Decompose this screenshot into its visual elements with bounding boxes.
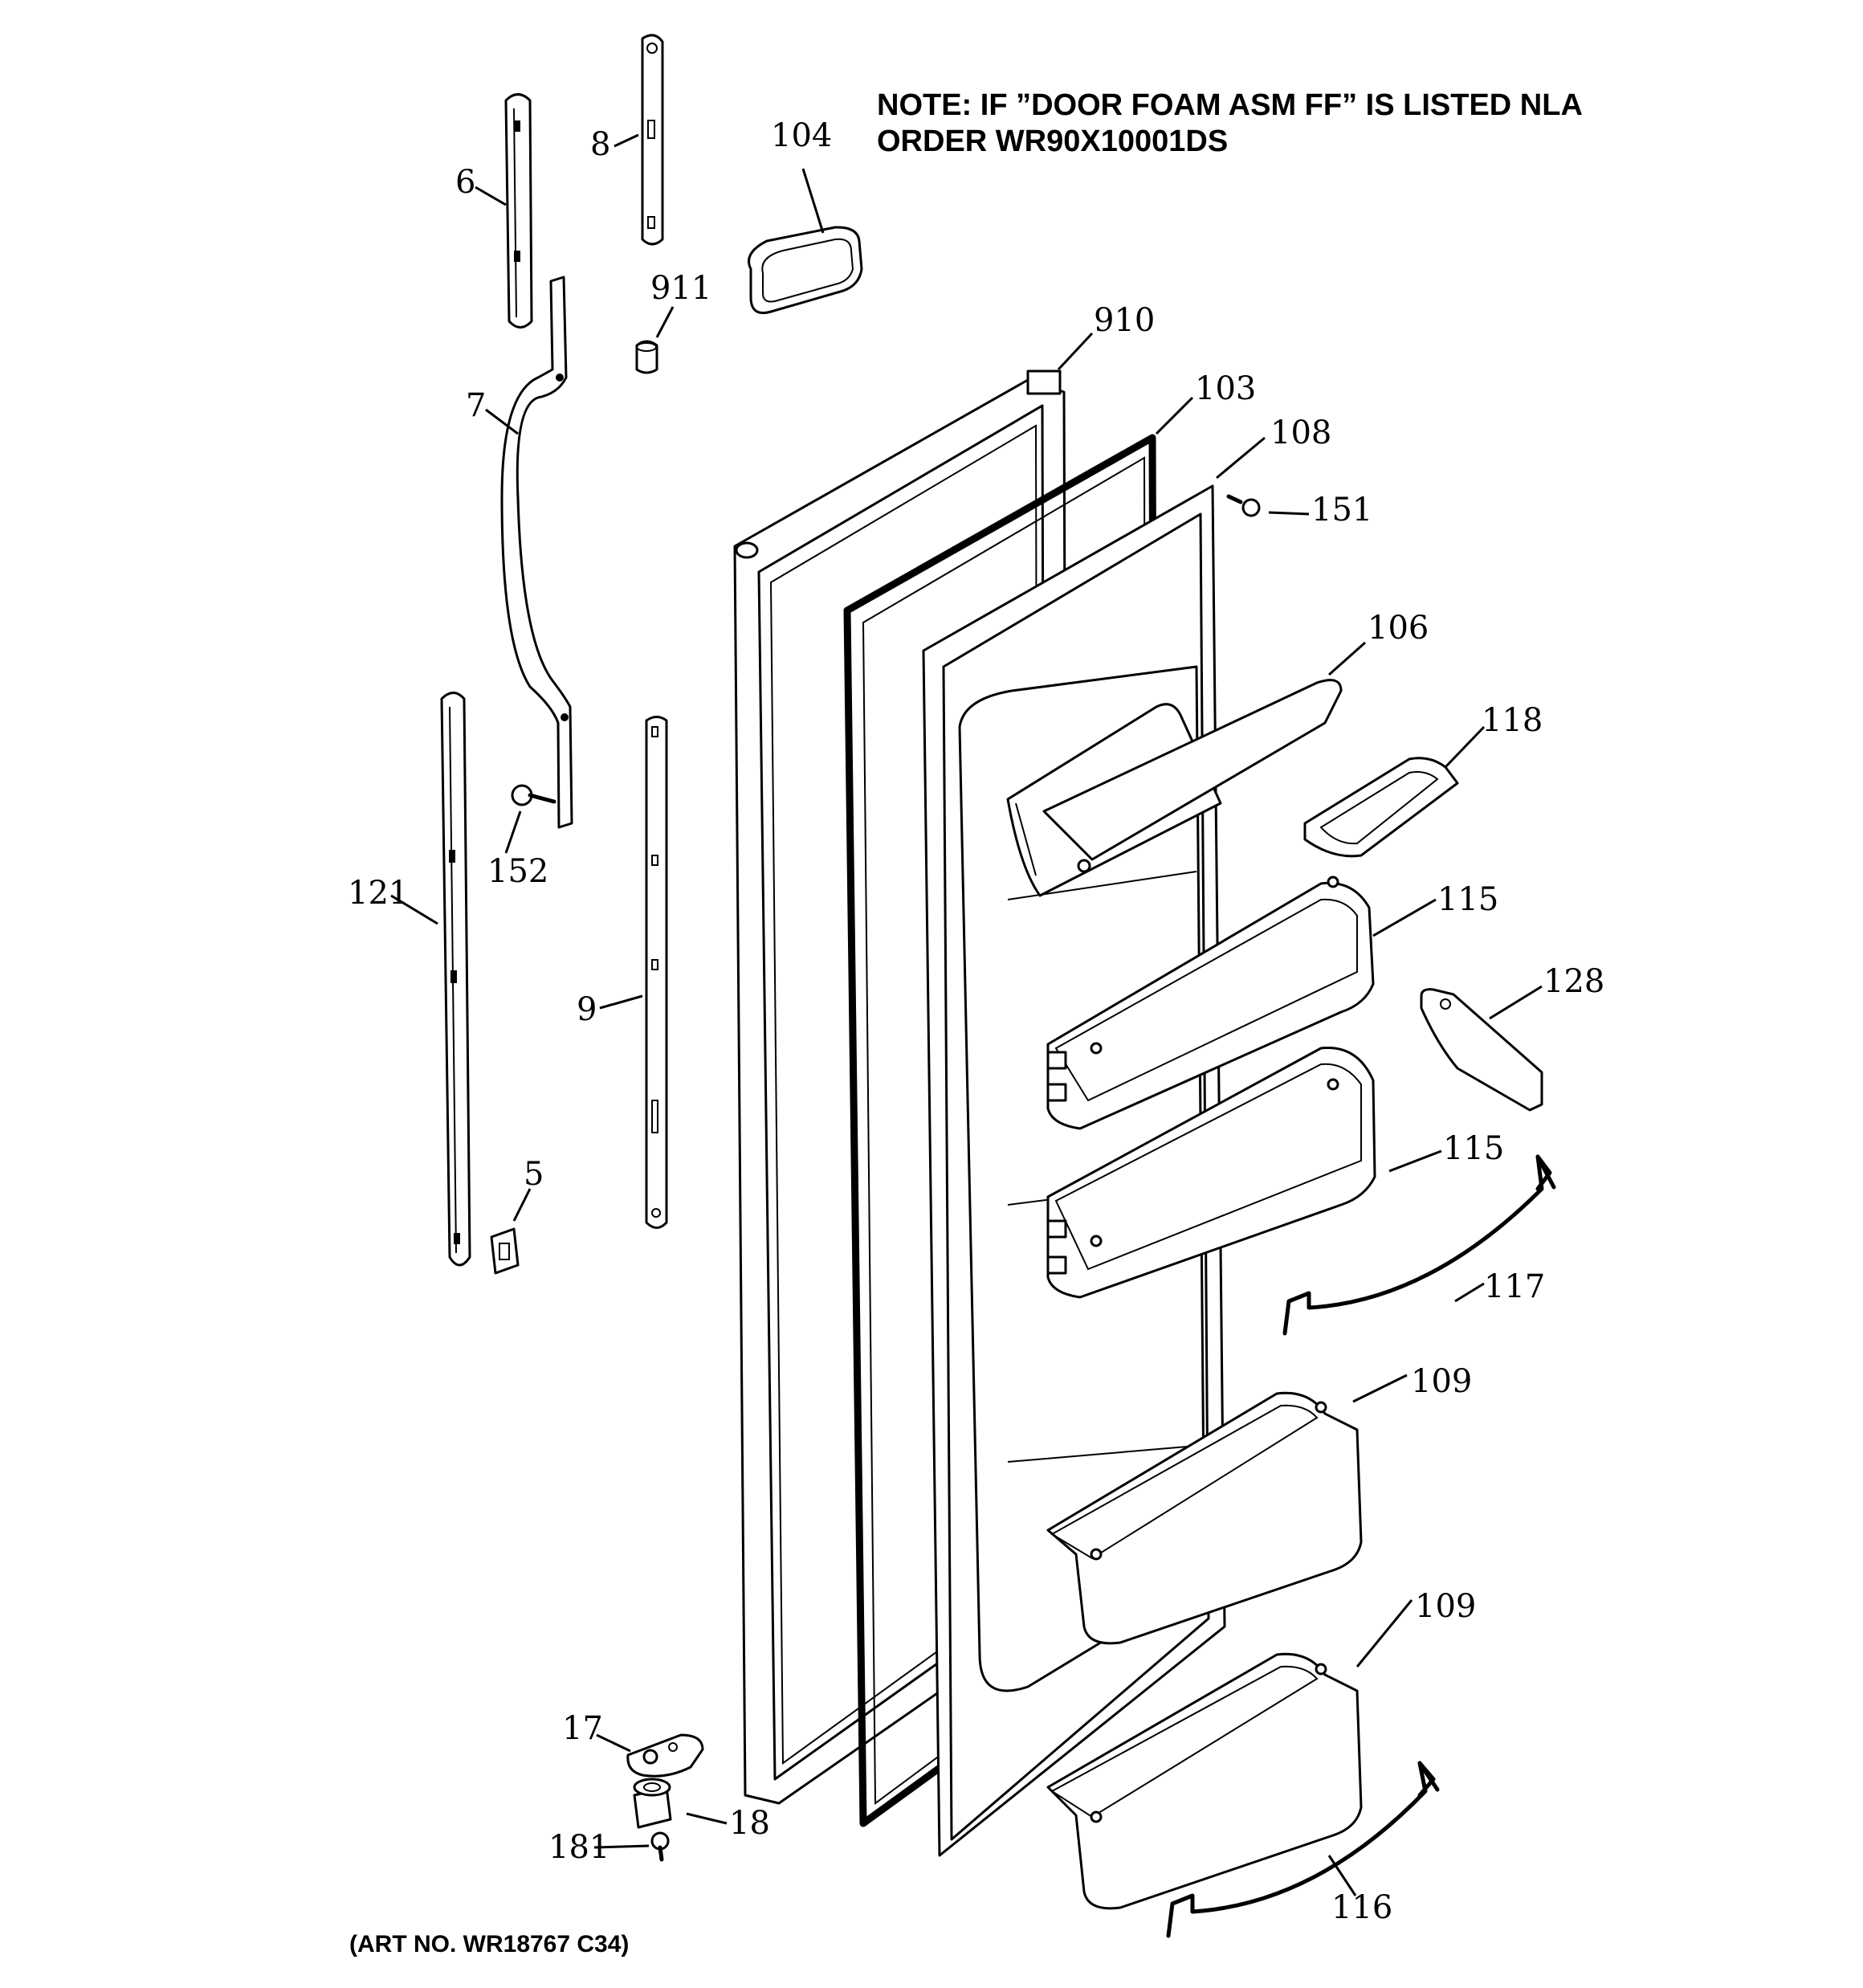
callout-115-lower: 115 <box>1443 1130 1504 1167</box>
callout-117: 117 <box>1484 1268 1545 1305</box>
part-6-trim <box>504 93 533 329</box>
callout-9: 9 <box>577 991 597 1028</box>
part-115-bin-upper <box>1046 876 1375 1130</box>
part-181-screw <box>650 1831 670 1862</box>
note-line-2: ORDER WR90X10001DS <box>877 125 1228 158</box>
part-7-handle <box>500 276 573 829</box>
part-109-bin-upper <box>1046 1391 1363 1645</box>
part-106-dairy-bin <box>1006 679 1343 897</box>
leader-lines <box>390 133 1543 1896</box>
callout-17: 17 <box>562 1710 603 1747</box>
callout-109-upper: 109 <box>1411 1363 1472 1400</box>
callout-8: 8 <box>590 126 610 163</box>
callout-103: 103 <box>1195 370 1256 407</box>
art-number: (ART NO. WR18767 C34) <box>349 1931 629 1957</box>
callout-128: 128 <box>1543 963 1604 1000</box>
part-104-cap <box>748 226 863 314</box>
part-117-rail <box>1282 1154 1556 1336</box>
callout-104: 104 <box>771 117 832 154</box>
callout-121: 121 <box>348 875 409 912</box>
callout-151: 151 <box>1311 492 1372 529</box>
callout-152: 152 <box>487 853 548 890</box>
part-17-hinge-plate <box>626 1733 704 1778</box>
part-128-cover <box>1420 988 1543 1112</box>
part-118-tray <box>1303 757 1459 858</box>
part-115-bin-lower <box>1046 1047 1376 1299</box>
callout-910: 910 <box>1094 302 1155 339</box>
part-116-rail <box>1166 1761 1440 1938</box>
callout-911: 911 <box>650 270 711 307</box>
part-121-trim <box>440 692 471 1267</box>
part-9-strip <box>645 716 668 1229</box>
callout-118: 118 <box>1482 702 1543 739</box>
callout-108: 108 <box>1270 414 1331 451</box>
callout-116: 116 <box>1331 1889 1392 1926</box>
note-line-1: NOTE: IF ”DOOR FOAM ASM FF” IS LISTED NL… <box>877 88 1583 122</box>
part-151-screw <box>1226 494 1261 517</box>
part-109-bin-lower <box>1046 1652 1363 1910</box>
callout-109-lower: 109 <box>1415 1588 1476 1625</box>
callout-115-upper: 115 <box>1437 881 1498 918</box>
part-5-clip <box>490 1227 520 1275</box>
part-152-screw <box>511 784 556 806</box>
callout-7: 7 <box>466 387 486 424</box>
callout-labels: 6 8 104 911 7 910 103 108 151 106 118 15… <box>348 117 1604 1926</box>
callout-18: 18 <box>729 1805 770 1842</box>
callout-181: 181 <box>548 1829 609 1866</box>
part-18-bushing <box>633 1778 672 1829</box>
callout-106: 106 <box>1368 610 1429 647</box>
callout-6: 6 <box>455 164 475 201</box>
callout-5: 5 <box>524 1156 544 1193</box>
part-911-plug <box>635 340 658 374</box>
part-8-strip <box>641 34 664 246</box>
